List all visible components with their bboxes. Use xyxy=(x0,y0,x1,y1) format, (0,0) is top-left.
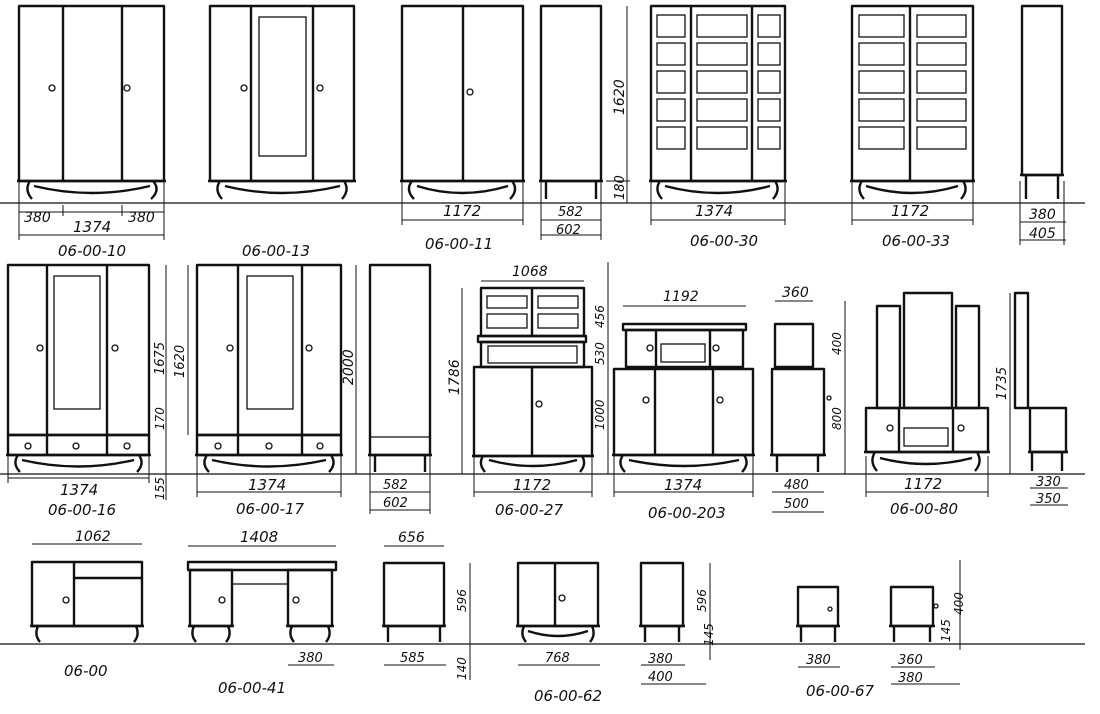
dim-1172-06-00-11: 1172 xyxy=(443,202,481,220)
dim-596-06-00-62: 596 xyxy=(695,589,709,612)
code-06-00-17: 06-00-17 xyxy=(236,500,305,518)
dim-1735: 1735 xyxy=(995,367,1010,400)
dim-530: 530 xyxy=(593,342,607,365)
dim-140: 140 xyxy=(455,657,469,680)
dim-1408: 1408 xyxy=(240,528,278,546)
dim-1172-06-00-33: 1172 xyxy=(891,202,929,220)
dim-1192: 1192 xyxy=(663,289,699,305)
code-06-00-16: 06-00-16 xyxy=(48,501,116,519)
dim-380-06-00-67-side: 380 xyxy=(898,671,923,686)
dim-1675: 1675 xyxy=(153,342,168,375)
cabinet-06-00-30 xyxy=(649,4,787,200)
desk-06-00 xyxy=(30,560,144,643)
dim-582-row-1: 582 xyxy=(558,205,583,220)
dim-2000: 2000 xyxy=(341,349,357,385)
code-06-00-13: 06-00-13 xyxy=(242,242,310,260)
nightstand-06-00-67-side xyxy=(889,585,939,642)
wardrobe-06-00-11-side xyxy=(539,4,630,203)
wardrobe-06-00-17-side xyxy=(368,263,432,472)
code-06-00-11: 06-00-11 xyxy=(425,235,493,253)
dim-1786: 1786 xyxy=(447,359,463,395)
sideboard-06-00-203-side xyxy=(770,322,832,472)
dim-1374-06-00-203: 1374 xyxy=(664,476,702,494)
code-06-00-27: 06-00-27 xyxy=(495,501,564,519)
dim-330: 330 xyxy=(1036,475,1061,490)
wardrobe-06-00-16 xyxy=(6,263,151,473)
sideboard-06-00-203 xyxy=(612,322,755,473)
code-06-00: 06-00 xyxy=(64,662,108,680)
dim-1374-06-00-16: 1374 xyxy=(60,481,98,499)
dim-380-left: 380 xyxy=(24,210,51,226)
dim-400-06-00-62: 400 xyxy=(648,670,673,685)
dim-380-06-00-67: 380 xyxy=(806,653,831,668)
dim-350: 350 xyxy=(1036,492,1061,507)
dim-1620-row-2: 1620 xyxy=(173,345,188,378)
dim-602-row-1: 602 xyxy=(556,223,581,238)
dressing-table-06-00-80-side xyxy=(1013,291,1068,471)
dim-1172-06-00-27: 1172 xyxy=(513,476,551,494)
dim-768: 768 xyxy=(545,651,570,666)
wardrobe-06-00-17 xyxy=(195,263,343,473)
cabinet-06-00-33-side xyxy=(1020,4,1064,199)
code-06-00-67: 06-00-67 xyxy=(806,682,875,700)
wardrobe-06-00-10 xyxy=(17,4,166,200)
code-06-00-33: 06-00-33 xyxy=(882,232,950,250)
cabinet-06-00-62-side xyxy=(639,561,685,642)
code-06-00-62: 06-00-62 xyxy=(534,687,602,705)
dimension-lines-row-1 xyxy=(18,181,1066,245)
dim-380-06-00-41: 380 xyxy=(298,651,323,666)
dim-1068: 1068 xyxy=(512,264,548,280)
desk-06-00-41 xyxy=(186,560,338,643)
code-06-00-41: 06-00-41 xyxy=(218,679,286,697)
dim-1620-row-1: 1620 xyxy=(612,79,628,115)
cabinet-06-00-33 xyxy=(850,4,975,200)
code-06-00-10: 06-00-10 xyxy=(58,242,126,260)
dim-360-row-2: 360 xyxy=(782,285,809,301)
wardrobe-06-00-11 xyxy=(400,4,525,200)
dim-456: 456 xyxy=(593,305,607,328)
dim-582-row-2: 582 xyxy=(383,478,408,493)
desk-06-00-41-side xyxy=(382,561,446,642)
dim-1062: 1062 xyxy=(75,529,111,545)
code-06-00-203: 06-00-203 xyxy=(648,504,726,522)
dim-145-06-00-62: 145 xyxy=(702,623,716,646)
code-06-00-30: 06-00-30 xyxy=(690,232,758,250)
dim-155: 155 xyxy=(153,477,167,500)
dim-400-row-2: 400 xyxy=(830,332,844,355)
dim-380-side: 380 xyxy=(1029,207,1056,223)
dim-380-06-00-62: 380 xyxy=(648,652,673,667)
nightstand-06-00-67 xyxy=(796,585,840,642)
dim-1000: 1000 xyxy=(593,399,607,430)
dim-800: 800 xyxy=(830,407,844,430)
sideboard-06-00-27 xyxy=(472,286,594,473)
dim-180-row-1: 180 xyxy=(613,175,628,200)
dim-380-right: 380 xyxy=(128,210,155,226)
dressing-table-06-00-80 xyxy=(864,291,990,472)
dim-400-06-00-67: 400 xyxy=(952,592,966,615)
dimension-lines-row-2 xyxy=(7,262,1068,514)
dim-480: 480 xyxy=(784,478,809,493)
dim-500: 500 xyxy=(784,497,809,512)
dim-602-row-2: 602 xyxy=(383,496,408,511)
dim-405-side: 405 xyxy=(1029,226,1056,242)
dim-1374-06-00-30: 1374 xyxy=(695,202,733,220)
dim-585: 585 xyxy=(400,651,425,666)
cabinet-06-00-62 xyxy=(516,561,600,643)
dim-1172-06-00-80: 1172 xyxy=(904,475,942,493)
dim-656: 656 xyxy=(398,530,425,546)
dimension-lines-row-3 xyxy=(32,543,961,685)
dim-170: 170 xyxy=(153,407,167,430)
dim-596-06-00-41: 596 xyxy=(455,589,469,612)
dim-360-06-00-67: 360 xyxy=(898,653,923,668)
dim-145-06-00-67: 145 xyxy=(939,619,953,642)
code-06-00-80: 06-00-80 xyxy=(890,500,958,518)
dim-1374-06-00-17: 1374 xyxy=(248,476,286,494)
dim-1374-row-1: 1374 xyxy=(73,218,111,236)
wardrobe-06-00-13 xyxy=(208,4,356,200)
